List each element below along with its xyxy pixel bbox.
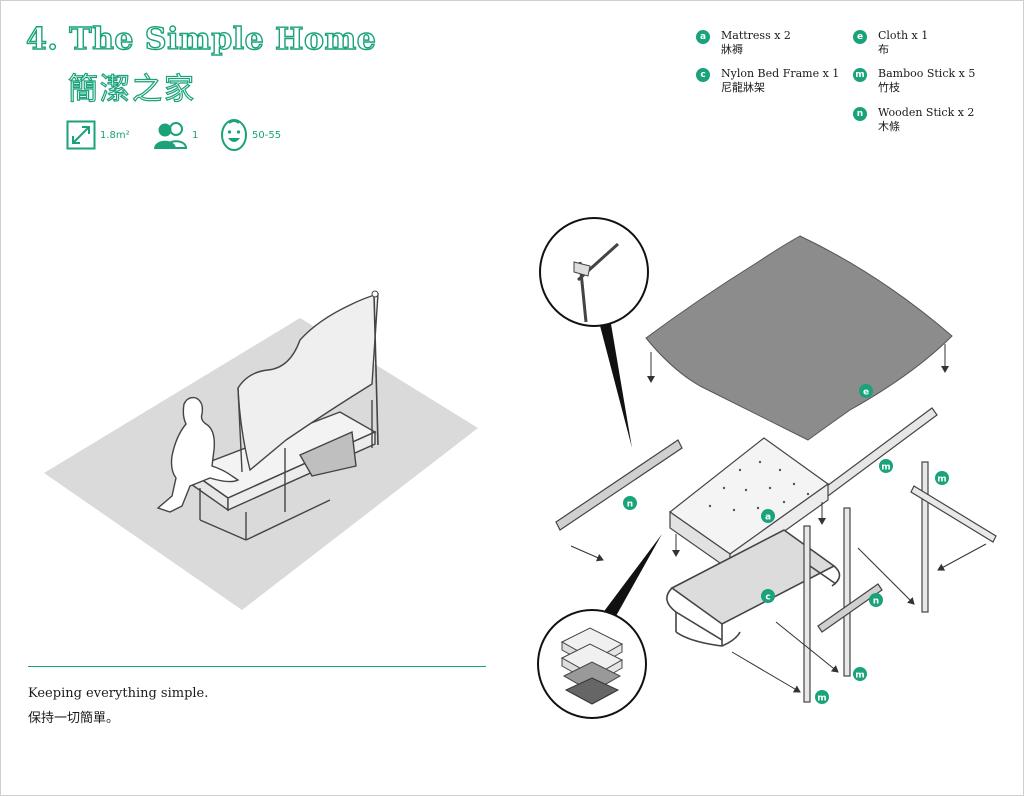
legend-label-chinese: 木條 [878,119,900,133]
stat-age-value: 50-55 [252,129,282,141]
legend-label-chinese: 牀褥 [721,42,743,56]
bamboo-stick [803,525,811,703]
nylon-bed-frame [666,529,841,647]
seated-person [156,396,240,513]
legend-label: Nylon Bed Frame x 1 [721,67,840,80]
age-face-icon [221,119,247,151]
svg-text:e: e [863,388,869,398]
stat-area: 1.8m² [66,118,130,152]
legend-label: Bamboo Stick x 5 [878,67,976,80]
caption-chinese: 保持一切簡單。 [28,711,120,726]
wooden-stick [817,583,883,633]
area-icon [66,120,96,150]
bamboo-stick [843,507,851,677]
wooden-stick [555,439,683,531]
legend-badge: a [696,30,710,44]
part-label-bamboo-stick: m [879,459,893,473]
cloth-sheet [645,235,953,441]
svg-text:n: n [873,597,879,607]
legend-badge: c [696,68,710,82]
legend-badge: m [853,68,867,82]
occupants-icon [154,122,188,149]
legend-badge: n [853,107,867,121]
part-label-mattress: a [761,509,775,523]
part-label-wooden-stick: n [869,593,883,607]
part-label-cloth: e [859,384,873,398]
part-label-bed-frame: c [761,589,775,603]
svg-text:m: m [817,694,826,704]
stat-occupants: 1 [154,118,198,152]
curtain-cloth [237,293,379,472]
legend-item-bed-frame: c Nylon Bed Frame x 1 尼龍牀架 [696,67,839,95]
bamboo-stick [910,485,997,543]
legend-label: Wooden Stick x 2 [878,106,975,119]
part-label-bamboo-stick: m [815,690,829,704]
legend-item-cloth: e Cloth x 1 布 [853,29,928,57]
page-title: 4. The Simple Home [25,21,377,57]
svg-text:m: m [937,475,946,485]
part-label-bamboo-stick: m [853,667,867,681]
bamboo-stick [921,461,929,613]
exploded-assembly-illustration: e a c n n m m m [537,217,997,719]
svg-text:m: m [855,671,864,681]
legend-item-bamboo-stick: m Bamboo Stick x 5 竹枝 [853,67,975,95]
svg-text:n: n [627,500,633,510]
legend-badge: e [853,30,867,44]
detail-callout-joint [539,217,649,448]
caption-divider [28,666,486,667]
legend-label: Mattress x 2 [721,29,791,42]
part-label-wooden-stick: n [623,496,637,510]
svg-text:c: c [765,593,770,603]
stat-age: 50-55 [220,118,281,152]
detail-callout-mattress-stack [537,534,662,719]
legend-label: Cloth x 1 [878,29,929,42]
svg-text:a: a [765,513,771,523]
stat-area-value: 1.8m² [100,129,130,141]
legend-label-chinese: 尼龍牀架 [721,80,765,94]
stat-occupants-value: 1 [192,129,199,141]
legend-item-wooden-stick: n Wooden Stick x 2 木條 [853,106,974,134]
page-title-chinese: 簡潔之家 [67,71,196,107]
svg-text:m: m [881,463,890,473]
legend-label-chinese: 竹枝 [878,80,900,94]
legend-item-mattress: a Mattress x 2 牀褥 [696,29,791,57]
assembled-home-illustration [44,290,478,610]
part-label-bamboo-stick: m [935,471,949,485]
legend-label-chinese: 布 [878,42,889,56]
caption-english: Keeping everything simple. [28,686,209,701]
